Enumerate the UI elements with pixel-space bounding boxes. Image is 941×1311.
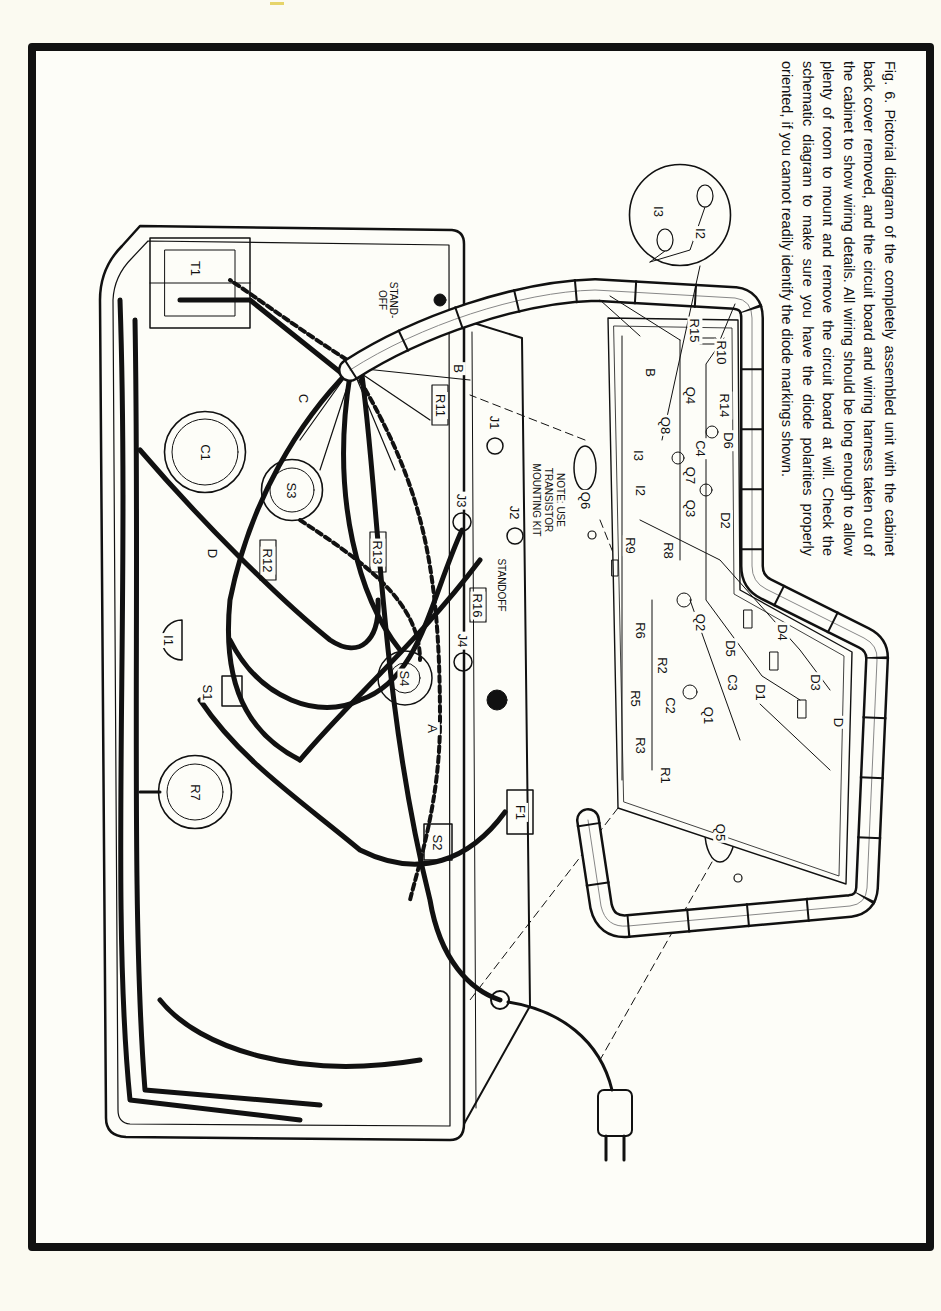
part-label: D2 xyxy=(717,510,732,531)
part-label: C3 xyxy=(724,672,739,693)
part-label: Q1 xyxy=(701,704,716,725)
component-circle: C1 xyxy=(163,410,247,494)
part-label: A xyxy=(424,722,439,735)
part-label: Q2 xyxy=(693,611,708,632)
part-label: I2 xyxy=(692,226,707,241)
part-label: R16 xyxy=(470,591,485,619)
part-label: D4 xyxy=(774,622,789,643)
part-label: C4 xyxy=(692,438,707,459)
part-label: R10 xyxy=(714,338,729,366)
part-label: R14 xyxy=(717,391,732,419)
component-circle: R7 xyxy=(157,754,233,830)
circle-outline xyxy=(628,163,732,267)
part-label: I2 xyxy=(632,483,647,498)
part-label: B xyxy=(450,362,465,375)
part-label: S2 xyxy=(430,832,445,852)
part-label: R7 xyxy=(187,782,202,803)
part-label: J3 xyxy=(454,491,469,509)
component-circle: I3I2 xyxy=(628,163,732,267)
circle-outline xyxy=(262,460,323,521)
part-label: R6 xyxy=(632,620,647,641)
part-label: Q8 xyxy=(658,414,673,435)
circle-outline xyxy=(630,165,731,266)
part-label: Q5 xyxy=(713,821,728,842)
part-label: STANDOFF xyxy=(494,556,506,613)
part-label: STAND- OFF xyxy=(377,280,399,320)
part-label: I3 xyxy=(630,448,645,463)
circle-outline xyxy=(165,412,246,493)
part-label: I1 xyxy=(160,633,175,648)
part-label: S4 xyxy=(397,668,412,688)
part-label: R12 xyxy=(260,546,275,574)
part-label: R5 xyxy=(627,688,642,709)
part-label: R11 xyxy=(432,392,447,419)
note-text: NOTE: USE TRANSISTOR MOUNTING KIT xyxy=(530,460,566,540)
part-label: R15 xyxy=(687,316,702,344)
part-label: S1 xyxy=(200,682,215,702)
part-label: R8 xyxy=(660,540,675,561)
part-label: I3 xyxy=(650,204,665,219)
part-label: D xyxy=(831,715,846,728)
part-label: R3 xyxy=(632,735,647,756)
circle-outline xyxy=(159,756,232,829)
part-label: R13 xyxy=(370,538,385,566)
part-label: J1 xyxy=(487,413,502,431)
part-label: R1 xyxy=(657,765,672,786)
part-label: D xyxy=(205,546,220,559)
part-label: F1 xyxy=(513,802,528,821)
part-label: Q7 xyxy=(683,464,698,485)
part-label: J2 xyxy=(507,503,522,521)
part-label: C1 xyxy=(197,442,212,463)
part-label: C2 xyxy=(662,695,677,716)
part-label: D6 xyxy=(720,430,735,451)
part-label: S3 xyxy=(284,480,299,500)
part-label: Q6 xyxy=(578,489,593,510)
figure-caption: Fig. 6. Pictorial diagram of the complet… xyxy=(777,61,900,556)
part-label: Q4 xyxy=(683,384,698,405)
part-label: J4 xyxy=(455,631,470,649)
part-label: D3 xyxy=(807,672,822,693)
part-label: B xyxy=(642,366,657,379)
part-label: T1 xyxy=(188,258,203,277)
part-label: D1 xyxy=(752,682,767,703)
part-label: Q3 xyxy=(683,497,698,518)
part-label: R2 xyxy=(654,655,669,676)
part-label: D5 xyxy=(722,638,737,659)
part-label: C xyxy=(296,391,311,404)
component-circle: S3 xyxy=(260,458,324,522)
part-label: R9 xyxy=(622,535,637,556)
